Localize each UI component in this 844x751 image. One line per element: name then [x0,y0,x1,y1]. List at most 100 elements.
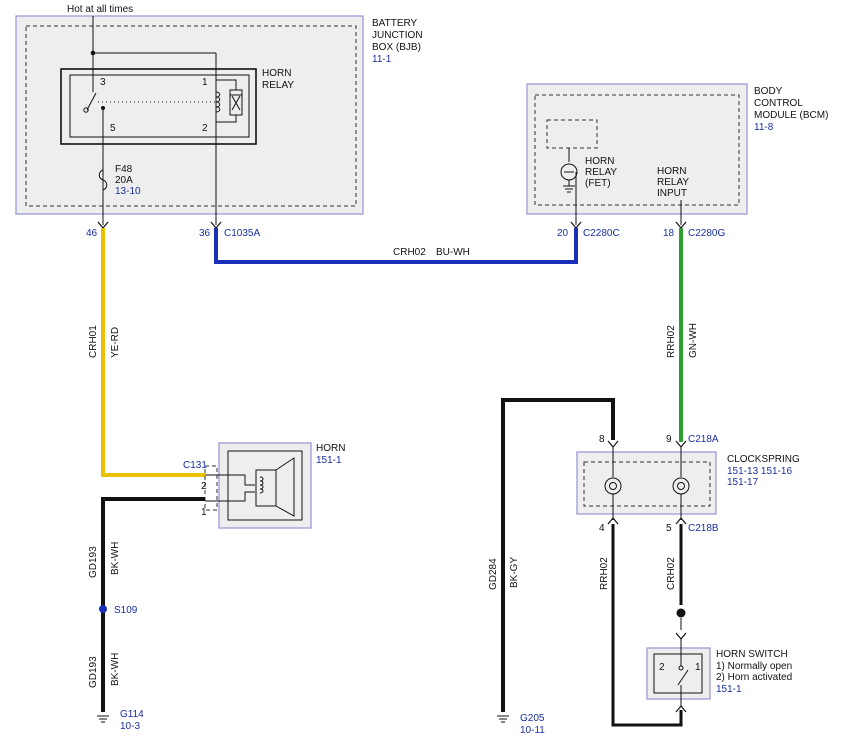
clockspring-ref2: 151-17 [727,477,759,488]
wire-gd193 [101,497,205,712]
c2280c-label: C2280C [583,228,620,239]
fuse-ref: 13-10 [115,186,141,197]
clockspring-inner-outline [583,461,711,507]
horn-switch-pin2: 2 [659,662,665,673]
clockspring-pin4: 4 [599,523,605,534]
horn-switch-top-connector-icon [675,632,687,640]
horn-switch-label: HORN SWITCH [716,649,788,660]
bjb-ref: 11-1 [372,54,392,65]
splice-s109-icon [99,605,107,613]
horn-ref: 151-1 [316,455,342,466]
horn-coil-icon [259,476,264,494]
c1035a-label: C1035A [224,228,260,239]
relay-pin-5: 5 [110,123,116,134]
bcm-fet-outline [546,119,598,149]
bjb-inner-outline [25,25,357,207]
g114-ref: 10-3 [120,721,140,732]
clockspring-left-contact-icon [604,477,622,495]
horn-switch-line2: 2) Horn activated [716,672,792,683]
bcm-name-3: MODULE (BCM) [754,110,828,121]
g205-label: G205 [520,713,545,724]
g114-label: G114 [120,709,144,720]
wire-crh01-yellow [101,228,205,477]
fuse-icon [98,169,108,191]
pin46-label: 46 [86,228,98,239]
horn-switch-pin1: 1 [695,662,701,673]
pin8-connector-icon [607,440,619,448]
horn-switch-contact-top [678,665,684,671]
horn-label: HORN [316,443,345,454]
bcm-name-2: CONTROL [754,98,803,109]
splice-s109-label: S109 [114,605,138,616]
c218a-label: C218A [688,434,719,445]
horn-switch-ref: 151-1 [716,684,742,695]
relay-pin-2: 2 [202,123,208,134]
fet-label-2: RELAY [585,167,617,178]
bcm-box [526,83,748,215]
fuse-rating: 20A [115,175,133,186]
clockspring-pin9: 9 [666,434,672,445]
wire-gd284 [501,398,615,712]
gd193-b-circuit-label: GD193 [88,656,99,688]
crh02-color-label: BU-WH [436,247,470,258]
c131-label: C131 [183,460,207,471]
relay-diode-box [229,89,243,116]
fet-ground-icon [563,180,575,193]
relay-pin-3: 3 [100,77,106,88]
fuse-id: F48 [115,164,133,175]
rrh02-top-circuit-label: RRH02 [666,325,677,358]
input-label-3: INPUT [657,188,687,199]
horn-relay-inner [69,74,250,138]
horn-box [218,442,312,529]
pin4-connector-icon [607,517,619,525]
horn-switch-box [646,647,711,700]
gd284-color-label: BK-GY [509,557,520,588]
clockspring-right-contact-core [677,482,685,490]
pin36-label: 36 [199,228,211,239]
clockspring-left-contact-core [609,482,617,490]
crh01-color-label: YE-RD [110,327,121,358]
horn-speaker-icon [275,457,295,517]
bcm-inner-outline [534,94,740,206]
bcm-ref: 11-8 [754,122,774,133]
bjb-name-1: BATTERY [372,18,418,29]
horn-pin2: 2 [201,481,207,492]
wire-rrh02-lower [611,524,683,727]
relay-contact [83,107,89,113]
horn-switch-line1: 1) Normally open [716,661,792,672]
fet-label-1: HORN [585,156,614,167]
c2280g-label: C2280G [688,228,725,239]
input-label-1: HORN [657,166,686,177]
relay-coil-icon [215,91,221,113]
horn-relay-label-1: HORN [262,68,291,79]
gd193-a-color-label: BK-WH [110,542,121,575]
clockspring-pin8: 8 [599,434,605,445]
bjb-name-2: JUNCTION [372,30,423,41]
horn-switch-inner [653,653,703,694]
crh01-circuit-label: CRH01 [88,325,99,358]
clockspring-refs: 151-13 151-16 [727,466,792,477]
clockspring-label: CLOCKSPRING [727,454,800,465]
input-label-2: RELAY [657,177,689,188]
horn-pin2-lead [205,474,255,486]
inline-connector-dot [676,608,686,618]
horn-switch-arm-icon [677,669,689,686]
rrh02-lower-circuit-label: RRH02 [599,557,610,590]
fet-label-3: (FET) [585,178,611,189]
g114-ground-icon [97,715,109,723]
horn-pin1: 1 [201,507,207,518]
relay-suppressor-icon [230,94,242,111]
crh02-lower-circuit-label: CRH02 [666,557,677,590]
coil-top-lead [216,79,237,90]
rrh02-top-color-label: GN-WH [688,323,699,358]
relay-switch-arm [86,92,97,111]
wire-crh02-blue [214,228,578,264]
hot-at-all-times-label: Hot at all times [67,4,133,15]
horn-pin1-lead [205,491,255,502]
crh02-circuit-label: CRH02 [393,247,426,258]
g205-ref: 10-11 [520,725,545,736]
horn-relay-label-2: RELAY [262,80,294,91]
clockspring-pin5: 5 [666,523,672,534]
clockspring-right-contact-icon [672,477,690,495]
